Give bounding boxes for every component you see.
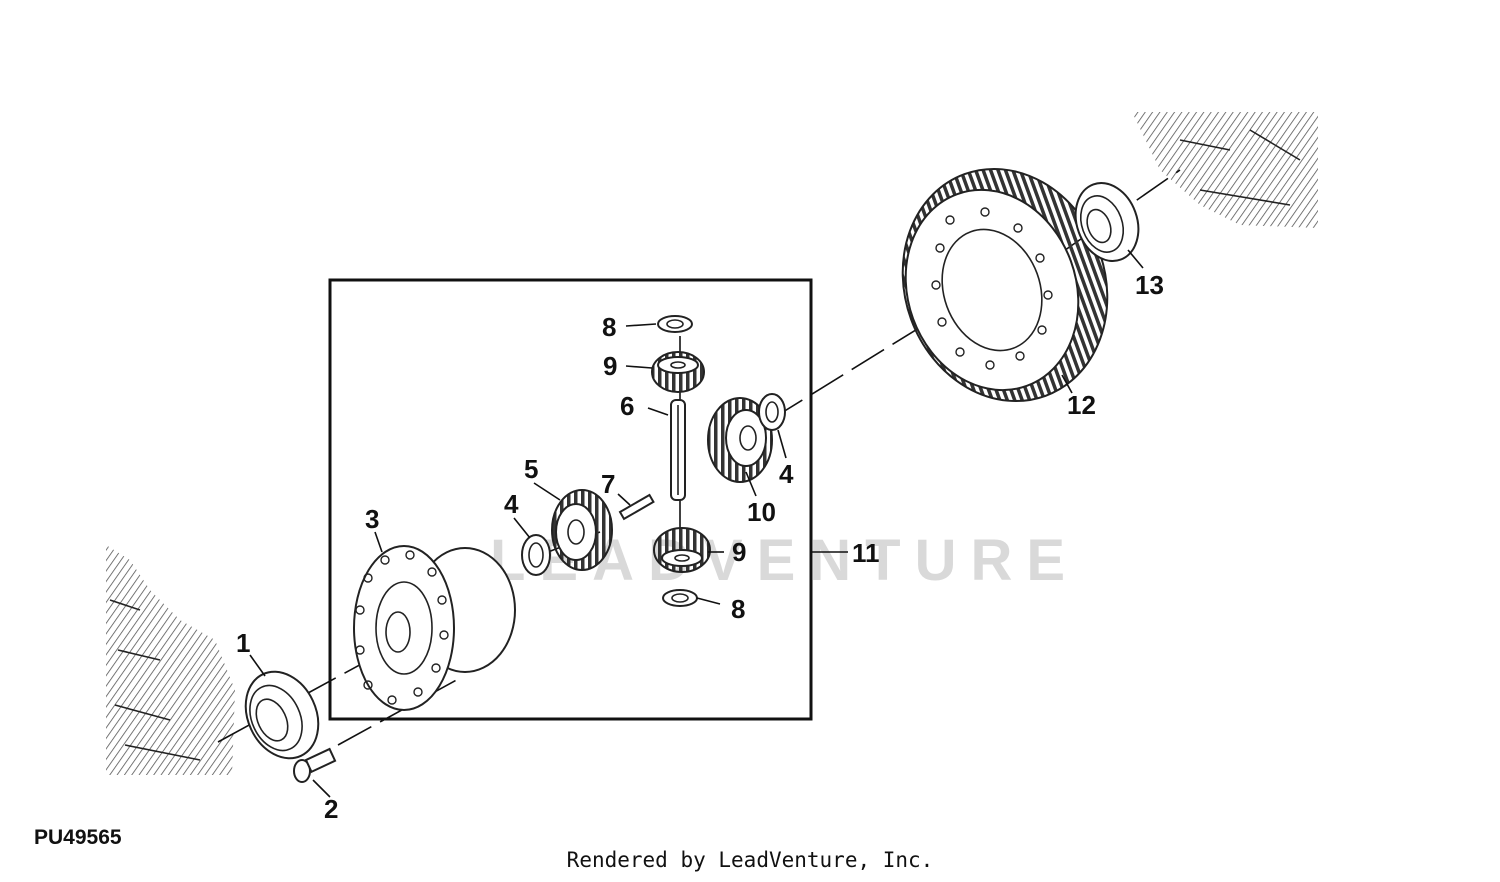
callout-13: 13 [1135,270,1164,300]
side-gear-icon [551,489,613,571]
ring-gear-icon [901,167,1109,403]
callout-4-left: 4 [504,489,519,519]
callout-7: 7 [601,469,615,499]
render-credit: Rendered by LeadVenture, Inc. [566,848,934,872]
bearing-icon [244,670,320,760]
right-housing-fragment [1132,112,1318,228]
differential-case-icon [353,545,516,711]
washer-icon [521,534,551,576]
thrust-washer-icon [662,589,698,607]
callout-9-top: 9 [603,351,617,381]
leader-lines [249,249,1144,798]
side-gear-icon [707,397,773,483]
callout-5: 5 [524,454,538,484]
callout-11: 11 [852,538,880,568]
bolt-icon [293,747,337,783]
callout-4-right: 4 [779,459,794,489]
callout-9-bottom: 9 [732,537,746,567]
callout-8-top: 8 [602,312,616,342]
pinion-gear-icon [653,527,711,573]
left-housing-fragment [106,545,235,775]
bearing-icon [1074,182,1140,262]
callout-10: 10 [747,497,776,527]
thrust-washer-icon [657,315,693,333]
pin-icon [618,493,655,521]
washer-icon [758,393,786,431]
callout-1: 1 [236,628,250,658]
shaft-icon [670,399,686,501]
pinion-gear-icon [651,351,705,393]
callouts: 1 2 3 4 5 6 7 8 9 9 8 10 4 11 12 13 [236,270,1164,824]
callout-8-bottom: 8 [731,594,745,624]
callout-3: 3 [365,504,379,534]
callout-2: 2 [324,794,338,824]
assembly-box [328,278,813,721]
figure-id: PU49565 [34,826,122,849]
callout-6: 6 [620,391,634,421]
callout-12: 12 [1067,390,1096,420]
